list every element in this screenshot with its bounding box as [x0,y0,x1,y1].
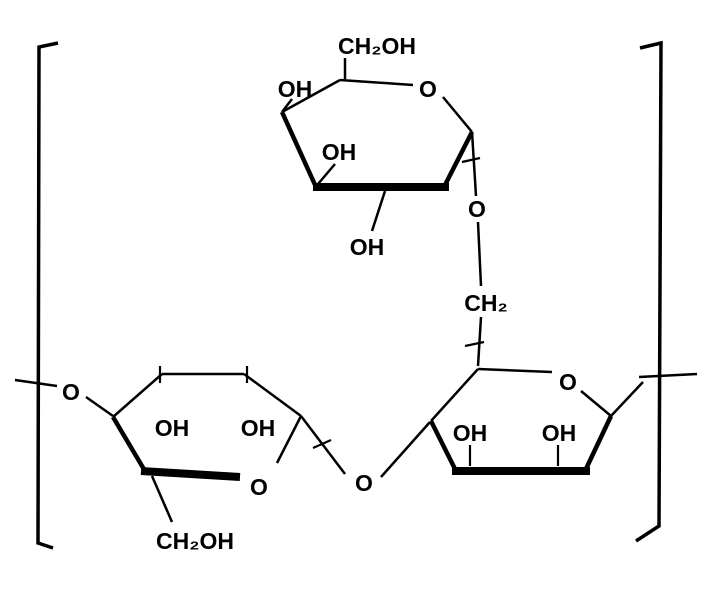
label-ch2oh-bottom: CH₂OH [156,528,234,554]
label-oh-top-inner: OH [322,139,357,165]
top-glycosidic-linkage [461,131,485,367]
label-oh-top-bottom: OH [350,234,385,260]
label-o-top-linkage: O [468,196,486,222]
label-oh-right-ring-a: OH [453,420,488,446]
label-oh-top-left: OH [278,76,313,102]
label-ring-o-left: O [250,474,268,500]
label-ch2oh-top: CH₂OH [338,33,416,59]
label-oh-right-ring-b: OH [542,420,577,446]
label-oh-left-ring-b: OH [241,415,276,441]
left-ring [85,366,303,523]
right-chain-bond [610,372,698,417]
right-ring [428,367,614,475]
label-o-mid-linkage: O [355,470,373,496]
label-ch2-linkage: CH₂ [464,290,507,316]
label-ring-o-top: O [419,76,437,102]
label-ring-o-right: O [559,369,577,395]
label-o-chain-left: O [62,379,80,405]
top-ring [279,58,475,232]
label-oh-left-ring-a: OH [155,415,190,441]
left-bracket [36,41,59,550]
right-bracket [635,40,663,543]
left-chain-bond [14,378,58,388]
mid-glycosidic-linkage [300,415,431,478]
